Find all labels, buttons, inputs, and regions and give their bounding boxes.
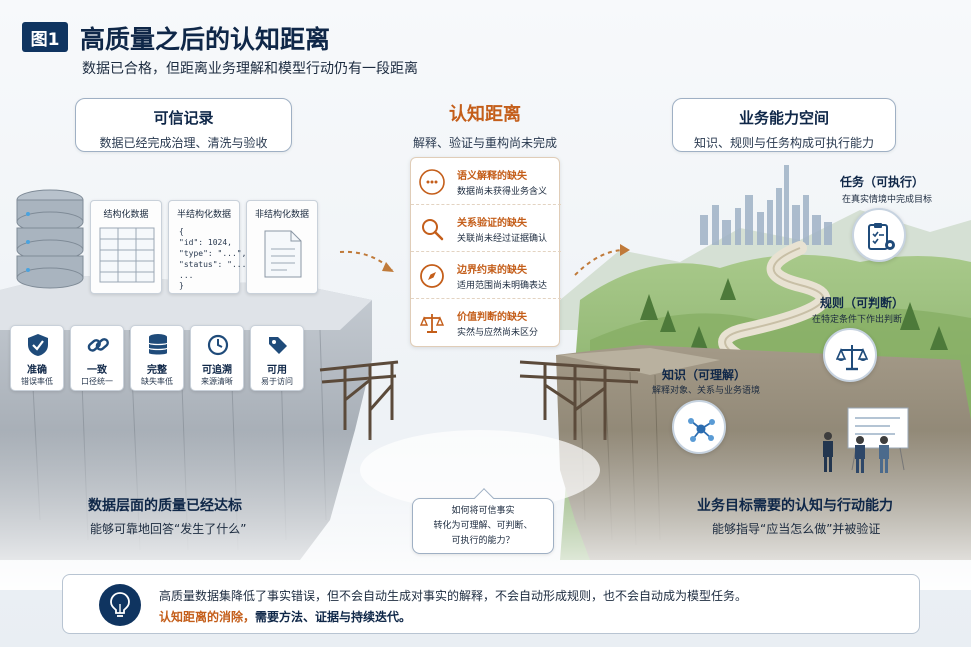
- cognitive-distance-desc: 解释、验证与重构尚未完成: [412, 136, 557, 150]
- network-nodes-icon: [688, 418, 715, 442]
- json-line: {: [179, 227, 184, 236]
- quality-sub: 易于访问: [261, 377, 293, 386]
- question-line: 转化为可理解、可判断、: [433, 521, 533, 531]
- scales-icon: [419, 314, 445, 333]
- capability-knowledge-badge: [672, 400, 726, 454]
- quality-sub: 口径统一: [81, 377, 113, 386]
- shield-check-icon: [28, 334, 48, 356]
- capability-rule-badge: [823, 328, 877, 382]
- capability-rule-label: 规则（可判断）: [820, 296, 905, 310]
- team-at-whiteboard: [823, 407, 909, 473]
- json-line: "type": "...",: [179, 249, 247, 258]
- gap-title: 语义解释的缺失: [457, 171, 527, 182]
- unstructured-data-card: 非结构化数据: [246, 200, 318, 294]
- structured-data-title: 结构化数据: [103, 210, 149, 220]
- left-caption-sub: 能够可靠地回答“发生了什么”: [90, 522, 247, 536]
- link-icon: [87, 338, 109, 352]
- gap-item: 语义解释的缺失 数据尚未获得业务含义: [411, 158, 561, 205]
- capability-task-desc: 在真实情境中完成目标: [842, 195, 933, 205]
- question-callout: 如何将可信事实 转化为可理解、可判断、 可执行的能力？: [412, 488, 554, 554]
- capability-rule-desc: 在特定条件下作出判断: [812, 315, 903, 325]
- database-icon: [148, 334, 168, 355]
- capability-task-label: 任务（可执行）: [840, 175, 925, 189]
- tag-icon: [269, 337, 287, 354]
- quality-label: 完整: [147, 365, 167, 376]
- quality-badge-accurate: 准确 错误率低: [10, 325, 64, 391]
- business-capability-title: 业务能力空间: [738, 109, 829, 127]
- question-line: 可执行的能力？: [451, 536, 515, 546]
- magnifier-icon: [422, 219, 444, 241]
- structured-data-card: 结构化数据: [90, 200, 162, 294]
- quality-label: 可用: [267, 365, 287, 376]
- database-stack-icon: [16, 189, 84, 289]
- business-capability-desc: 知识、规则与任务构成可执行能力: [693, 136, 874, 150]
- semi-structured-data-card: 半结构化数据 { "id": 1024, "type": "...", "sta…: [168, 200, 256, 294]
- gap-title: 价值判断的缺失: [457, 312, 527, 323]
- question-line: 如何将可信事实: [451, 506, 515, 516]
- gap-desc: 适用范围尚未明确表达: [457, 281, 548, 291]
- trusted-records-title: 可信记录: [153, 109, 214, 127]
- figure-badge: 图1: [22, 22, 68, 52]
- city-skyline: [700, 165, 832, 245]
- footer-line-1: 高质量数据集降低了事实错误，但不会自动生成对事实的解释，不会自动形成规则，也不会…: [159, 589, 748, 603]
- document-icon: [264, 230, 302, 278]
- cognitive-distance-title: 认知距离: [449, 104, 521, 125]
- quality-label: 可追溯: [202, 365, 232, 376]
- footer-line-2: 认知距离的消除，需要方法、证据与持续迭代。: [159, 608, 411, 625]
- page-subtitle: 数据已合格，但距离业务理解和模型行动仍有一段距离: [82, 61, 418, 77]
- speech-bubble-icon: [419, 169, 445, 195]
- json-line: }: [179, 281, 184, 290]
- lightbulb-badge: [99, 584, 141, 626]
- capability-knowledge-label: 知识（可理解）: [662, 368, 747, 382]
- semi-structured-data-title: 半结构化数据: [176, 210, 231, 220]
- gap-desc: 数据尚未获得业务含义: [457, 187, 548, 197]
- quality-sub: 缺失率低: [141, 377, 173, 386]
- quality-badge-consistent: 一致 口径统一: [70, 325, 124, 391]
- quality-label: 准确: [27, 365, 47, 376]
- footer-rest: 需要方法、证据与持续迭代。: [255, 610, 412, 624]
- broken-bridge-right: [519, 360, 641, 440]
- gap-title: 关系验证的缺失: [457, 218, 527, 229]
- capability-knowledge-desc: 解释对象、关系与业务语境: [652, 386, 761, 396]
- clock-icon: [207, 334, 229, 356]
- broken-bridge-left: [319, 360, 399, 440]
- table-grid-icon: [99, 227, 155, 283]
- trusted-records-panel: 可信记录 数据已经完成治理、清洗与验收: [75, 98, 292, 152]
- quality-badge-usable: 可用 易于访问: [250, 325, 304, 391]
- capability-task-badge: [852, 208, 906, 262]
- compass-icon: [420, 264, 444, 288]
- cognitive-distance-header: 认知距离 解释、验证与重构尚未完成: [380, 100, 590, 151]
- json-line: ...: [179, 271, 194, 280]
- lightbulb-icon: [110, 592, 130, 617]
- quality-badge-traceable: 可追溯 来源清晰: [190, 325, 244, 391]
- gap-item: 价值判断的缺失 实然与应然尚未区分: [411, 299, 561, 346]
- gap-desc: 关联尚未经过证据确认: [457, 234, 548, 244]
- gap-item: 边界约束的缺失 适用范围尚未明确表达: [411, 252, 561, 299]
- right-caption-sub: 能够指导“应当怎么做”并被验证: [712, 522, 881, 536]
- clipboard-gear-icon: [868, 223, 895, 250]
- json-line: "status": "...",: [179, 260, 257, 269]
- unstructured-data-title: 非结构化数据: [254, 210, 309, 220]
- gap-desc: 实然与应然尚未区分: [457, 328, 539, 338]
- quality-sub: 错误率低: [21, 377, 53, 386]
- balance-scale-icon: [836, 345, 868, 371]
- right-caption-title: 业务目标需要的认知与行动能力: [697, 498, 893, 514]
- quality-badge-complete: 完整 缺失率低: [130, 325, 184, 391]
- quality-label: 一致: [87, 365, 107, 376]
- gap-title: 边界约束的缺失: [457, 265, 527, 276]
- quality-sub: 来源清晰: [201, 377, 233, 386]
- footer-highlight: 认知距离的消除，: [159, 610, 256, 624]
- json-line: "id": 1024,: [179, 238, 232, 247]
- gap-list-card: 语义解释的缺失 数据尚未获得业务含义 关系验证的缺失 关联尚未经过证据确认 边界…: [410, 157, 561, 347]
- trusted-records-desc: 数据已经完成治理、清洗与验收: [99, 136, 268, 150]
- left-caption-title: 数据层面的质量已经达标: [88, 498, 242, 514]
- conclusion-footer: 高质量数据集降低了事实错误，但不会自动生成对事实的解释，不会自动形成规则，也不会…: [62, 574, 920, 634]
- page-title: 高质量之后的认知距离: [80, 25, 331, 54]
- gap-item: 关系验证的缺失 关联尚未经过证据确认: [411, 205, 561, 252]
- business-capability-panel: 业务能力空间 知识、规则与任务构成可执行能力: [672, 98, 896, 152]
